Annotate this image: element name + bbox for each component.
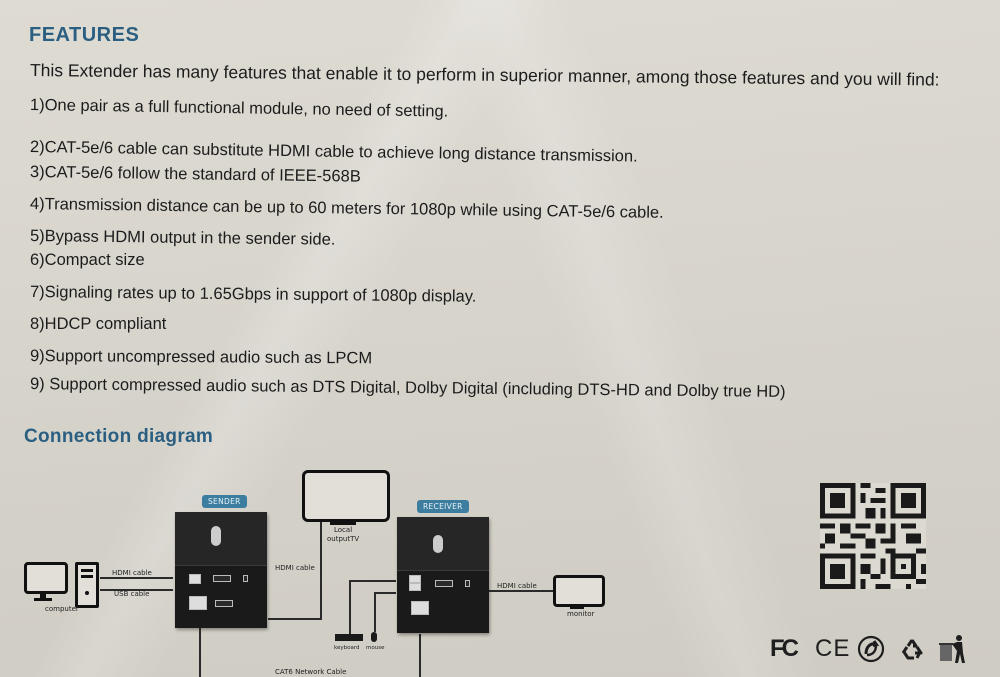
cat6-cable-label: CAT6 Network Cable (275, 668, 347, 676)
fcc-icon: FC (770, 632, 799, 666)
keyboard-icon (335, 634, 363, 641)
feature-item: 6)Compact size (30, 251, 145, 269)
keyboard-cable-h (349, 580, 396, 582)
usb-cable-label: USB cable (114, 590, 150, 598)
cat6-cable-sender (199, 628, 201, 677)
qr-code[interactable] (820, 483, 926, 589)
receiver-badge: RECEIVER (417, 500, 469, 513)
feature-item: 5)Bypass HDMI output in the sender side. (29, 227, 336, 249)
hdmi-cable-mid-label: HDMI cable (275, 564, 315, 572)
weee-bin-icon (938, 632, 966, 666)
feature-item: 4)Transmission distance can be up to 60 … (29, 195, 664, 222)
ce-mark: CE (815, 635, 851, 662)
cat6-cable-receiver (419, 634, 421, 677)
hdmi-in-port (213, 575, 231, 582)
usb-port-2 (409, 583, 421, 591)
hdmi-cable-right-label: HDMI cable (497, 582, 537, 590)
sender-badge: SENDER (202, 495, 247, 508)
feature-item: 3)CAT-5e/6 follow the standard of IEEE-5… (29, 163, 361, 186)
hdmi-cable-right (489, 590, 553, 592)
feature-item: 7)Signaling rates up to 1.65Gbps in supp… (29, 283, 477, 306)
computer-label: computer (45, 605, 79, 613)
local-tv-label-1: Local (334, 526, 353, 534)
mouse-label: mouse (366, 645, 385, 651)
recycle-icon (900, 632, 924, 666)
ce-icon: CE (815, 632, 850, 666)
tv-stand (330, 521, 356, 525)
feature-item: 8)HDCP compliant (30, 315, 167, 333)
mouse-cable (374, 592, 376, 632)
hdmi-cable-left (100, 577, 173, 579)
hdmi-cable-mid-vertical (320, 522, 322, 620)
sender-logo (211, 526, 221, 546)
usb-port-1 (409, 575, 421, 583)
receiver-device (397, 517, 489, 633)
feature-item: 9) Support compressed audio such as DTS … (29, 375, 786, 401)
green-dot-icon (857, 632, 885, 666)
mouse-cable-h (374, 592, 396, 594)
dc-in-port (465, 580, 470, 587)
feature-item: 2)CAT-5e/6 cable can substitute HDMI cab… (29, 138, 638, 166)
local-tv-icon (302, 470, 390, 522)
feature-item: 1)One pair as a full functional module, … (29, 96, 449, 121)
fcc-mark: FC (770, 635, 799, 662)
rj45-port (189, 596, 207, 610)
receiver-logo (433, 535, 443, 553)
keyboard-cable (349, 580, 351, 636)
dc-in-port (243, 575, 248, 582)
monitor-icon (553, 575, 605, 607)
rj45-port (411, 601, 429, 615)
hdmi-out-port (435, 580, 453, 587)
usb-cable (100, 589, 173, 591)
hdmi-cable-mid-horizontal (268, 618, 322, 620)
keyboard-label: keyboard (334, 645, 360, 651)
connection-diagram-heading: Connection diagram (24, 426, 214, 447)
feature-item: 9)Support uncompressed audio such as LPC… (29, 347, 373, 368)
local-tv-label-2: outputTV (327, 535, 360, 543)
features-heading: FEATURES (29, 24, 140, 46)
hdmi-out-port (215, 600, 233, 607)
mouse-icon (371, 632, 377, 642)
features-intro: This Extender has many features that ena… (29, 60, 940, 90)
usb-in-port (189, 574, 201, 584)
hdmi-cable-left-label: HDMI cable (112, 569, 152, 577)
monitor-label: monitor (567, 610, 595, 618)
sender-device (175, 512, 267, 628)
monitor-stand (570, 606, 584, 609)
